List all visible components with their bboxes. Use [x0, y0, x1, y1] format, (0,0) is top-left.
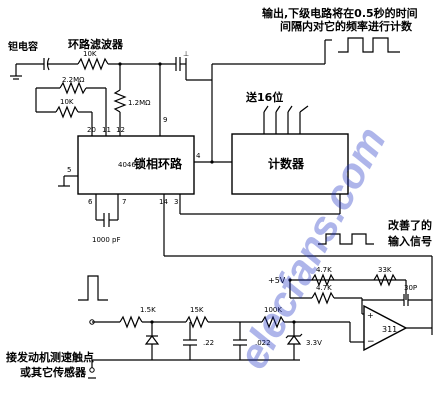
pin-label: 9 — [163, 116, 167, 124]
pin-label: 5 — [67, 166, 71, 174]
cap-label: .022 — [255, 339, 271, 347]
resistor-33k — [373, 273, 397, 287]
junction — [288, 278, 292, 282]
opamp-label: 311 — [382, 325, 397, 334]
resistor-1-2m — [113, 89, 127, 113]
opamp-311 — [363, 304, 408, 352]
resistor-4-7k-b — [311, 291, 335, 305]
to-16-bit-label: 送16位 — [245, 90, 283, 104]
output-note-line2: 间隔内对它的频率进行计数 — [280, 19, 413, 33]
pll-chip-id: 4046 — [118, 161, 136, 169]
resistor-label: 10K — [60, 98, 74, 106]
pin-label: 7 — [122, 198, 126, 206]
cap-label: .22 — [203, 339, 214, 347]
wire — [299, 105, 309, 113]
diode — [144, 335, 160, 345]
loop-filter-label: 环路滤波器 — [68, 37, 124, 51]
resistor-label: 33K — [378, 266, 392, 274]
resistor-label: 1.5K — [140, 306, 156, 314]
improved-signal-label2: 输入信号 — [388, 234, 432, 248]
junction — [292, 320, 296, 324]
resistor-1-5k — [119, 315, 143, 329]
trigger-pulse — [78, 275, 108, 301]
ground-terminal — [89, 367, 95, 373]
resistor-10k-filter — [77, 57, 109, 71]
resistor-label: 1.2MΩ — [128, 99, 151, 107]
junction — [118, 62, 122, 66]
output-note-line1: 输出,下级电路将在0.5秒的时间 — [262, 6, 418, 20]
tantalum-capacitor — [46, 57, 50, 71]
pll-block — [77, 135, 195, 195]
resistor-label: 100K — [264, 306, 282, 314]
resistor-100k — [261, 315, 285, 329]
counter-label: 计数器 — [268, 156, 305, 171]
cap-marker: ⊥ — [183, 50, 189, 58]
opamp-minus: − — [367, 337, 375, 347]
resistor-10k — [55, 105, 79, 119]
cap-label: 1000 pF — [92, 236, 121, 244]
pin-label: 6 — [88, 198, 93, 206]
opamp-plus: + — [367, 311, 374, 320]
cap-label: 30P — [404, 284, 417, 292]
improved-signal-label1: 改善了的 — [388, 218, 432, 232]
resistor-2-2m — [59, 81, 87, 95]
vcc-label: +5V — [268, 276, 286, 285]
junction — [158, 62, 162, 66]
pin-label: 4 — [196, 152, 201, 160]
output-waveform — [338, 37, 400, 53]
wire — [263, 105, 269, 113]
wire — [287, 105, 293, 113]
trigger-label2: 或其它传感器 — [20, 365, 87, 379]
pin-label: 3 — [174, 198, 178, 206]
tantalum-cap-label: 钽电容 — [8, 40, 38, 53]
resistor-label: 4.7K — [316, 266, 332, 274]
resistor-15k — [185, 315, 209, 329]
improved-waveform — [318, 233, 374, 245]
junction — [150, 320, 154, 324]
zener-label: 3.3V — [306, 339, 322, 347]
trigger-label1: 接发动机测速触点 — [6, 350, 94, 364]
resistor-label: 10K — [83, 50, 97, 58]
resistor-4-7k-a — [311, 273, 335, 287]
zener-diode — [285, 333, 303, 339]
input-terminal — [89, 319, 95, 325]
pll-label: 锁相环路 — [134, 156, 183, 171]
resistor-label: 15K — [190, 306, 204, 314]
junction — [210, 160, 214, 164]
wire — [275, 105, 281, 113]
resistor-label: 4.7K — [316, 284, 332, 292]
resistor-label: 2.2MΩ — [62, 76, 85, 84]
counter-block — [231, 133, 349, 195]
